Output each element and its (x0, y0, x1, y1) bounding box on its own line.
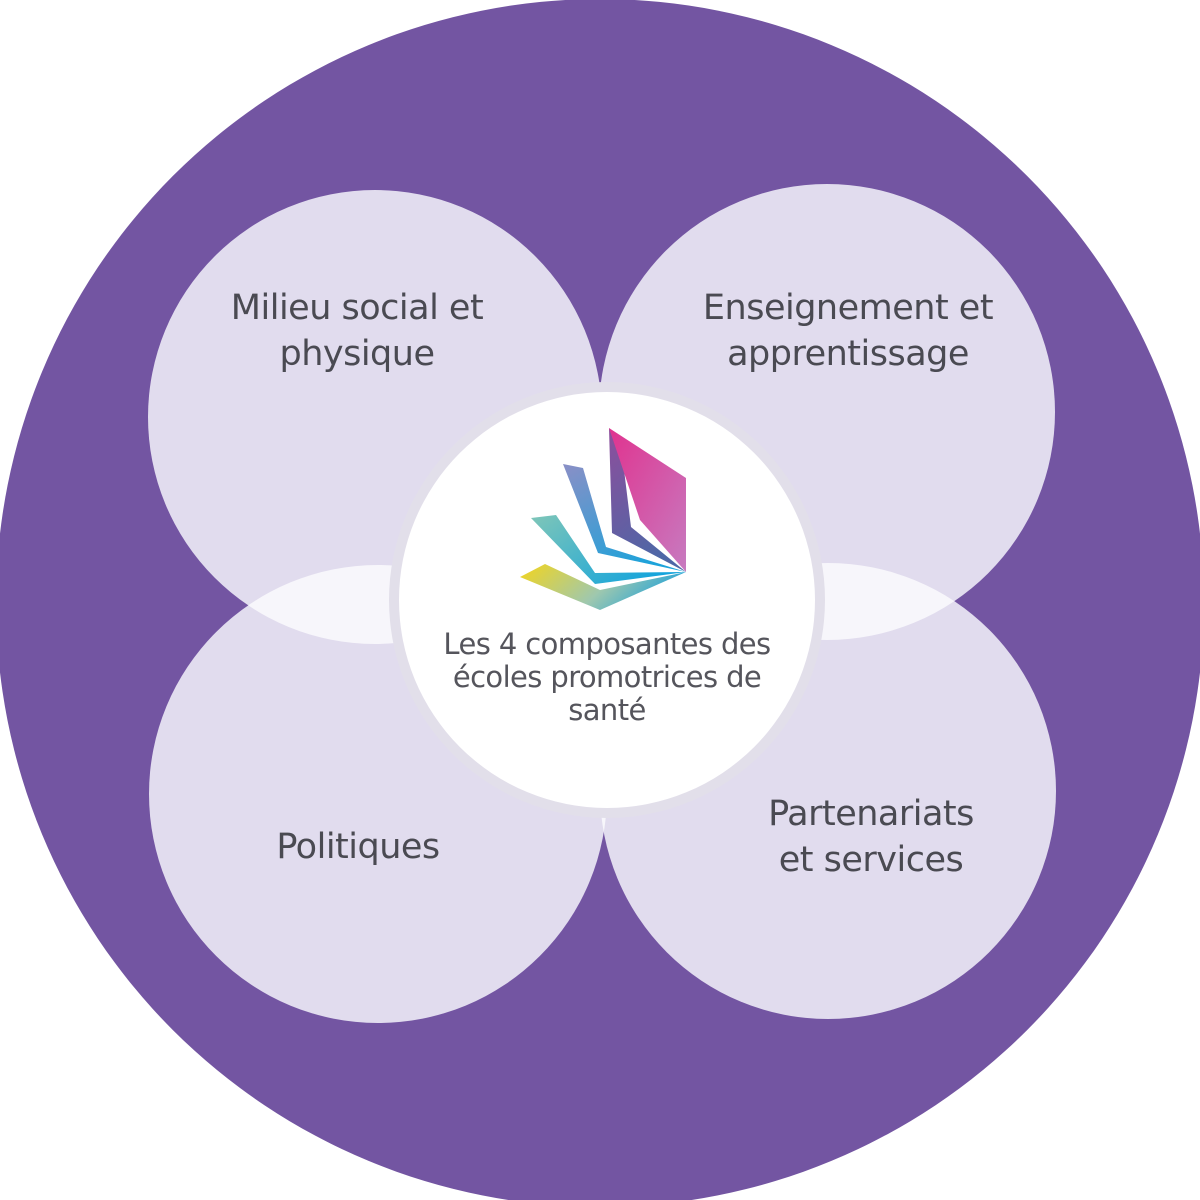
label-line: apprentissage (727, 334, 969, 374)
label-milieu: Milieu social et physique (167, 285, 547, 377)
label-partenariats: Partenariats et services (681, 791, 1061, 883)
book-pages-logo-icon (520, 428, 686, 610)
label-line: physique (279, 334, 435, 374)
label-enseignement: Enseignement et apprentissage (658, 285, 1038, 377)
label-line: Milieu social et (230, 288, 484, 328)
label-line: et services (778, 840, 964, 880)
center-label: Les 4 composantes des écoles promotrices… (407, 628, 807, 727)
center-label-line: Les 4 composantes des (443, 627, 771, 661)
label-line: Enseignement et (702, 288, 994, 328)
label-line: Politiques (276, 827, 440, 867)
label-line: Partenariats (768, 794, 974, 834)
label-politiques: Politiques (168, 824, 548, 870)
center-label-line: santé (568, 693, 646, 727)
center-label-line: écoles promotrices de (452, 660, 762, 694)
